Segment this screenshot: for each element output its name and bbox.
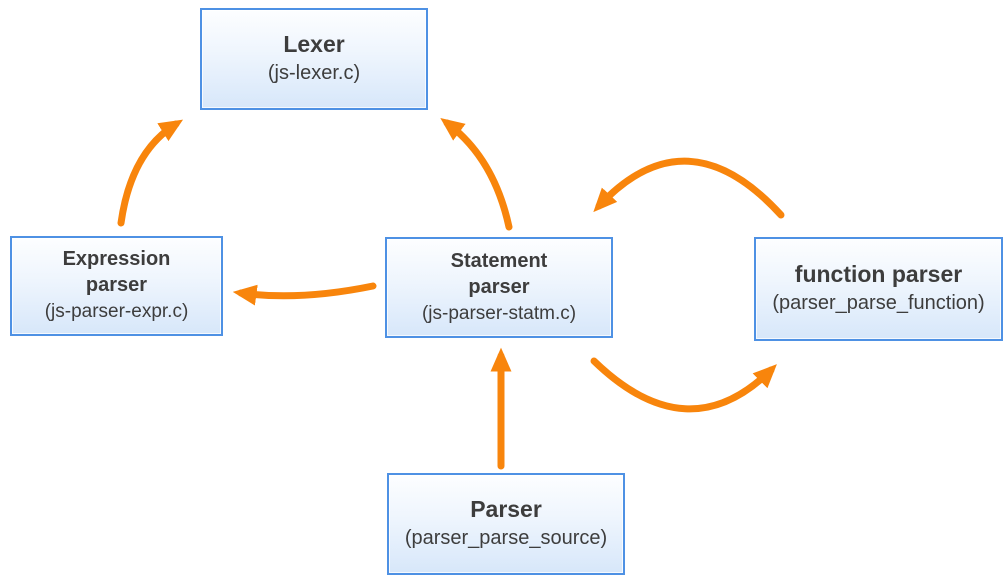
node-parser: Parser (parser_parse_source): [387, 473, 625, 575]
edge-function-parser-to-statement-parser-arrow: [593, 157, 785, 219]
node-function-parser-subtitle: (parser_parse_function): [772, 292, 985, 315]
node-lexer: Lexer (js-lexer.c): [200, 8, 428, 110]
node-parser-subtitle: (parser_parse_source): [404, 527, 608, 550]
node-expression-parser-title: Expression parser: [62, 248, 171, 297]
edge-statement-parser-to-function-parser-arrow: [590, 357, 777, 413]
node-expression-parser: Expression parser (js-parser-expr.c): [10, 236, 223, 336]
edge-expression-parser-to-lexer-arrow: [117, 119, 184, 227]
node-function-parser-title: function parser: [794, 260, 963, 287]
node-parser-title: Parser: [470, 495, 542, 522]
node-statement-parser-title: Statement parser: [450, 249, 548, 298]
node-lexer-subtitle: (js-lexer.c): [267, 62, 361, 85]
node-expression-parser-subtitle: (js-parser-expr.c): [44, 301, 189, 323]
edge-statement-parser-to-expression-parser-arrow: [232, 282, 377, 306]
node-function-parser: function parser (parser_parse_function): [754, 237, 1003, 341]
edge-statement-parser-to-lexer-arrow: [440, 118, 513, 231]
node-statement-parser-subtitle: (js-parser-statm.c): [421, 302, 577, 324]
node-statement-parser: Statement parser (js-parser-statm.c): [385, 237, 613, 338]
node-lexer-title: Lexer: [283, 30, 345, 57]
